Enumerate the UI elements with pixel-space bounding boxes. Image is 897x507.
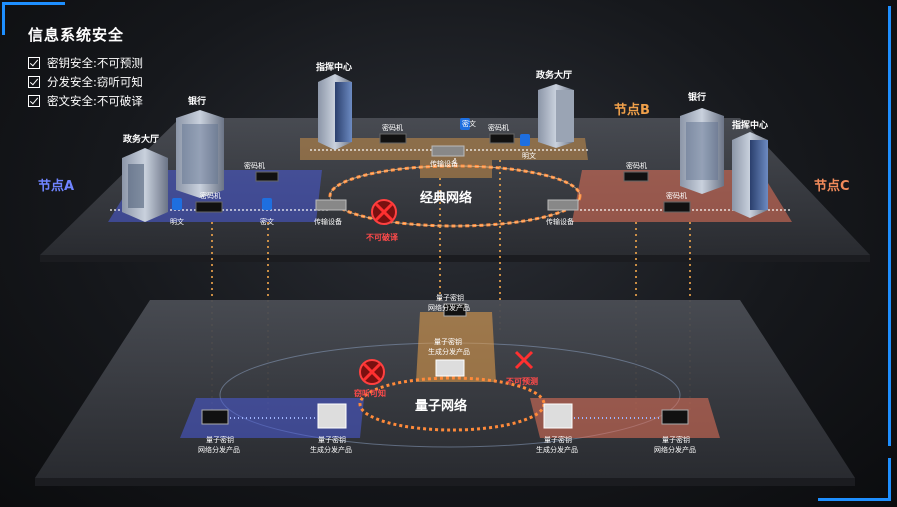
quantum-device-a1 <box>201 409 229 425</box>
legend-item-label: 密钥安全:不可预测 <box>47 55 143 70</box>
legend-item-ciphertext: 密文安全:不可破译 <box>28 91 143 110</box>
ciphertext-lock-icon-a <box>262 198 272 210</box>
device-labels: 密码机 密码机 传输设备 明文 密文 密码机 密码机 传输设备 密文 明文 密码… <box>170 119 687 226</box>
node-c-label: 节点C <box>814 178 850 194</box>
label-plaintext-b: 明文 <box>522 151 536 160</box>
quantum-device-a2 <box>317 403 347 429</box>
label-ciphertext-b: 密文 <box>462 119 476 128</box>
transport-device-a <box>315 199 347 211</box>
uncrackable-threat-icon <box>371 199 397 225</box>
cipher-device-c2 <box>663 201 691 213</box>
building-a-gov <box>122 148 168 222</box>
label-transport-b: 传输设备 <box>430 159 458 168</box>
label-b-gov: 政务大厅 <box>536 69 572 81</box>
cipher-device-b1 <box>379 133 407 144</box>
label-qa1-1: 量子密钥 <box>206 435 234 444</box>
quantum-device-b1 <box>443 303 467 317</box>
label-ciphertext-a: 密文 <box>260 217 274 226</box>
security-legend: 信息系统安全 密钥安全:不可预测 分发安全:窃听可知 密文安全:不可破译 <box>28 24 143 110</box>
plaintext-lock-icon-b <box>520 134 530 146</box>
label-cipher-b1: 密码机 <box>382 123 403 132</box>
label-qa2-1: 量子密钥 <box>318 435 346 444</box>
label-transport-a: 传输设备 <box>314 217 342 226</box>
transport-device-b <box>431 145 465 157</box>
label-a-bank: 银行 <box>188 95 206 107</box>
label-a-gov: 政务大厅 <box>123 133 159 145</box>
label-qa1-2: 网络分发产品 <box>198 445 240 454</box>
label-b-cmd: 指挥中心 <box>316 61 352 73</box>
eavesdrop-label: 窃听可知 <box>354 388 386 398</box>
cipher-device-b2 <box>489 133 515 144</box>
frame-corner-bottom-right <box>818 458 891 501</box>
label-qmid-b-2: 生成分发产品 <box>428 347 470 356</box>
building-c-bank <box>680 108 724 194</box>
label-qc2-2: 网络分发产品 <box>654 445 696 454</box>
quantum-node-c-zone <box>530 398 720 438</box>
label-qa2-2: 生成分发产品 <box>310 445 352 454</box>
label-cipher-a1: 密码机 <box>244 161 265 170</box>
label-cipher-a2: 密码机 <box>200 191 221 200</box>
label-qc1-2: 生成分发产品 <box>536 445 578 454</box>
label-qc2-1: 量子密钥 <box>662 435 690 444</box>
label-transport-c: 传输设备 <box>546 217 574 226</box>
transport-device-c <box>547 199 579 211</box>
legend-item-distribution: 分发安全:窃听可知 <box>28 72 143 91</box>
legend-item-label: 密文安全:不可破译 <box>47 93 143 108</box>
checkbox-icon <box>28 56 40 69</box>
quantum-network-label: 量子网络 <box>415 398 467 414</box>
unpredictable-label: 不可预测 <box>506 376 538 386</box>
checkbox-icon <box>28 75 40 88</box>
ciphertext-lock-icon-b <box>460 118 470 130</box>
checkbox-icon <box>28 94 40 107</box>
node-a-label: 节点A <box>38 178 74 194</box>
quantum-labels: 量子密钥 网络分发产品 量子密钥 生成分发产品 量子密钥 网络分发产品 量子密钥… <box>198 293 696 454</box>
label-qtop-2: 网络分发产品 <box>428 303 470 312</box>
label-cipher-b2: 密码机 <box>488 123 509 132</box>
quantum-device-c1 <box>543 403 573 429</box>
label-qc1-1: 量子密钥 <box>544 435 572 444</box>
unpredictable-threat-icon <box>514 350 534 370</box>
quantum-device-c2 <box>661 409 689 425</box>
frame-edge-right <box>888 6 891 446</box>
building-c-cmd <box>732 132 768 218</box>
label-qmid-b-1: 量子密钥 <box>434 337 462 346</box>
building-b-cmd <box>318 74 352 150</box>
label-cipher-c2: 密码机 <box>666 191 687 200</box>
eavesdrop-threat-icon <box>359 359 385 385</box>
label-qtop-1: 量子密钥 <box>436 293 464 302</box>
plaintext-lock-icon <box>172 198 182 210</box>
legend-item-label: 分发安全:窃听可知 <box>47 74 143 89</box>
node-b-label: 节点B <box>614 102 650 118</box>
building-b-gov <box>538 84 574 148</box>
label-c-bank: 银行 <box>688 91 706 103</box>
classical-network-label: 经典网络 <box>420 190 472 206</box>
building-labels: 政务大厅 银行 指挥中心 政务大厅 银行 指挥中心 <box>123 61 768 145</box>
quantum-device-b2 <box>435 359 465 377</box>
label-plaintext-a: 明文 <box>170 217 184 226</box>
uncrackable-label: 不可破译 <box>366 232 399 242</box>
label-c-cmd: 指挥中心 <box>732 119 768 131</box>
cipher-device-c1 <box>623 171 649 182</box>
legend-title: 信息系统安全 <box>28 26 125 44</box>
legend-item-key: 密钥安全:不可预测 <box>28 53 143 72</box>
building-a-bank <box>176 110 224 198</box>
label-cipher-c1: 密码机 <box>626 161 647 170</box>
frame-corner-top-left <box>2 2 65 35</box>
cipher-device-a2 <box>195 201 223 213</box>
node-b-zone <box>300 138 588 178</box>
cipher-device-a1 <box>255 171 279 182</box>
